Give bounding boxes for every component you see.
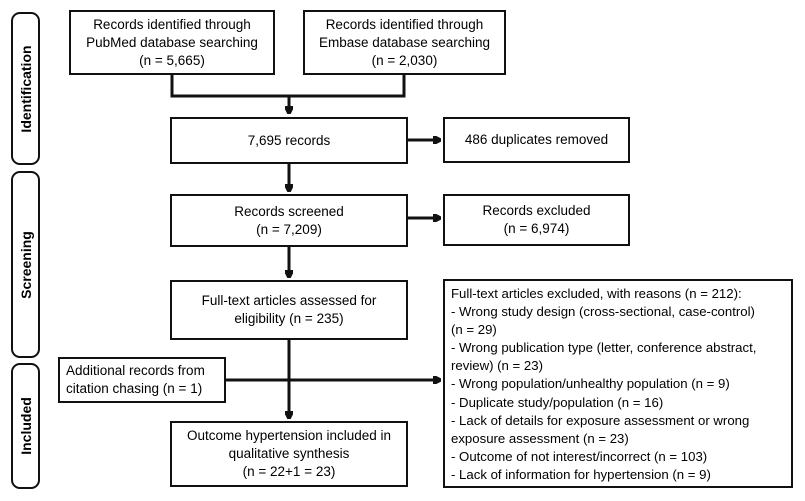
records-excluded-box: Records excluded (n = 6,974) [443, 194, 630, 246]
reason-line: - Lack of information for hypertension (… [451, 466, 711, 482]
embase-records-box: Records identified through Embase databa… [303, 10, 506, 75]
phase-screening: Screening [11, 171, 40, 358]
embase-line-1: Records identified through [325, 16, 484, 32]
fulltext-line-2: eligibility (n = 235) [234, 311, 344, 326]
reason-line: - Outcome of not interest/incorrect (n =… [451, 448, 708, 464]
reason-line: - Wrong study design (cross-sectional, c… [451, 304, 755, 320]
screened-label: Records screened [234, 203, 344, 219]
reason-line: exposure assessment (n = 23) [451, 430, 629, 446]
phase-identification-label: Identification [17, 44, 34, 133]
phase-identification: Identification [11, 12, 40, 165]
embase-line-2: Embase database searching [318, 34, 491, 50]
outcome-included-box: Outcome hypertension included in qualita… [170, 421, 408, 487]
phase-included-label: Included [17, 397, 34, 455]
excluded-label: Records excluded [482, 203, 591, 218]
reason-line: - Duplicate study/population (n = 16) [451, 394, 664, 410]
merge-connector [170, 74, 406, 98]
total-records-box: 7,695 records [170, 117, 408, 164]
reason-line: - Wrong population/unhealthy population … [451, 376, 730, 392]
additional-line-1: Additional records from [66, 363, 205, 378]
pubmed-line-2: PubMed database searching [86, 34, 258, 50]
exclusion-reasons-box: Full-text articles excluded, with reason… [443, 279, 793, 488]
pubmed-line-1: Records identified through [93, 16, 251, 32]
outcome-count: (n = 22+1 = 23) [242, 464, 336, 479]
pubmed-count: (n = 5,665) [139, 52, 205, 68]
pubmed-records-box: Records identified through PubMed databa… [69, 10, 275, 75]
outcome-line-2: qualitative synthesis [228, 446, 350, 461]
phase-screening-label: Screening [17, 230, 34, 299]
embase-count: (n = 2,030) [371, 52, 438, 68]
phase-included: Included [11, 363, 40, 489]
total-records-text: 7,695 records [247, 132, 331, 148]
outcome-line-1: Outcome hypertension included in [186, 428, 392, 443]
screened-count: (n = 7,209) [256, 221, 322, 237]
duplicates-text: 486 duplicates removed [464, 132, 609, 147]
fulltext-assessed-box: Full-text articles assessed for eligibil… [170, 280, 408, 340]
reason-line: (n = 29) [451, 322, 497, 338]
records-screened-box: Records screened (n = 7,209) [170, 194, 408, 247]
reason-line: Full-text articles excluded, with reason… [451, 286, 742, 301]
reason-line: - Lack of details for exposure assessmen… [451, 412, 750, 428]
additional-line-2: citation chasing (n = 1) [66, 381, 203, 396]
additional-records-box: Additional records from citation chasing… [58, 357, 226, 403]
excluded-count: (n = 6,974) [503, 221, 570, 236]
reason-line: review) (n = 23) [451, 358, 543, 374]
duplicates-removed-box: 486 duplicates removed [443, 117, 630, 163]
fulltext-line-1: Full-text articles assessed for [201, 293, 377, 308]
reason-line: - Wrong publication type (letter, confer… [451, 340, 757, 356]
